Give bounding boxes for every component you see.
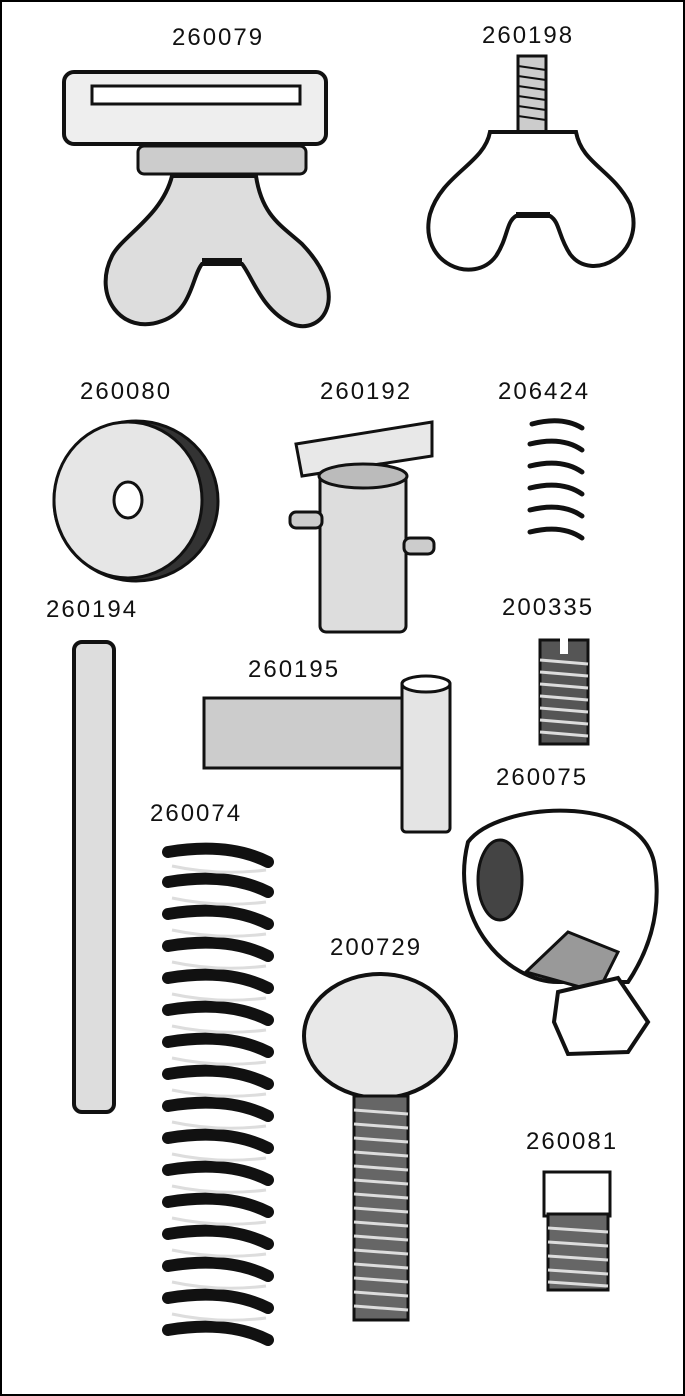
coil-spring-icon <box>162 842 274 1346</box>
part-number-260081: 260081 <box>526 1128 619 1155</box>
part-number-260079: 260079 <box>172 24 265 51</box>
part-number-200729: 200729 <box>330 934 423 961</box>
wing-nut-icon <box>426 54 636 272</box>
rod-icon <box>72 640 116 1114</box>
part-number-206424: 206424 <box>498 378 591 405</box>
small-spring-icon <box>527 418 585 541</box>
wing-clamp-icon <box>62 70 331 328</box>
thumb-screw-icon <box>302 972 458 1322</box>
part-number-260075: 260075 <box>496 764 589 791</box>
part-number-260194: 260194 <box>46 596 139 623</box>
part-number-260198: 260198 <box>482 22 575 49</box>
l-pin-icon <box>202 674 452 834</box>
shoulder-screw-icon <box>542 1170 612 1292</box>
part-number-260080: 260080 <box>80 378 173 405</box>
part-number-200335: 200335 <box>502 594 595 621</box>
part-number-260195: 260195 <box>248 656 341 683</box>
set-screw-icon <box>538 638 590 746</box>
washer-icon <box>52 419 220 583</box>
part-number-260074: 260074 <box>150 800 243 827</box>
t-latch-icon <box>288 420 436 634</box>
cam-block-icon <box>462 808 659 1057</box>
part-number-260192: 260192 <box>320 378 413 405</box>
